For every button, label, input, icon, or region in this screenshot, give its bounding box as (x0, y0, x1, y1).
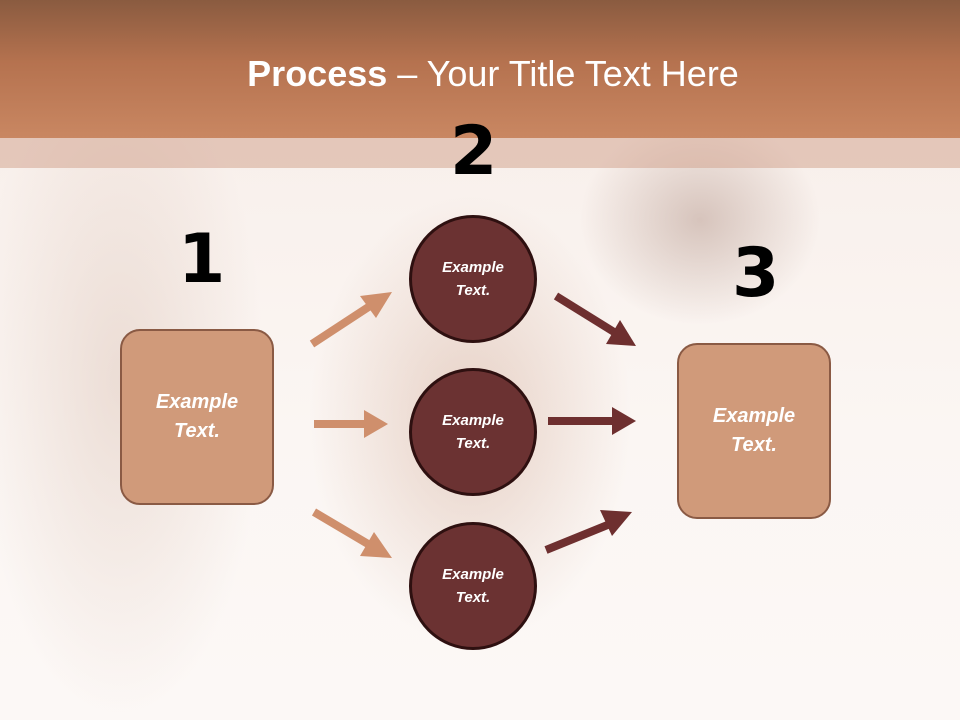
left-box-text-line1: Example (155, 391, 239, 413)
arrow-left-to-bottom (311, 508, 392, 558)
circle-middle-text-line2: Text. (455, 435, 491, 452)
circle-middle: Example Text. (409, 368, 537, 496)
right-box-text-line2: Text. (731, 434, 777, 456)
circle-top-text-line2: Text. (455, 282, 491, 299)
arrow-middle-to-right (548, 407, 636, 435)
arrow-left-to-middle (314, 410, 388, 438)
title-bar-shadow-band (0, 138, 960, 168)
step-number-1: 1 (178, 220, 226, 299)
circle-bottom-text-line1: Example (442, 566, 504, 583)
left-step-box: Example Text. (120, 329, 274, 505)
slide-title-bold: Process (247, 53, 388, 94)
slide-title-rest: – Your Title Text Here (387, 53, 739, 94)
left-box-text-line2: Text. (174, 420, 220, 442)
title-bar (0, 0, 960, 138)
circle-bottom-text-line2: Text. (455, 589, 491, 606)
arrow-bottom-to-right (544, 510, 632, 554)
slide-title: Process – Your Title Text Here (0, 52, 960, 96)
right-step-box: Example Text. (677, 343, 831, 519)
arrow-top-to-right (553, 292, 636, 346)
step-number-3: 3 (732, 234, 780, 313)
circle-top: Example Text. (409, 215, 537, 343)
step-number-2: 2 (450, 112, 498, 191)
right-box-text-line1: Example (712, 405, 796, 427)
circle-top-text-line1: Example (442, 259, 504, 276)
circle-middle-text-line1: Example (442, 412, 504, 429)
arrow-left-to-top (309, 292, 392, 348)
circle-bottom: Example Text. (409, 522, 537, 650)
